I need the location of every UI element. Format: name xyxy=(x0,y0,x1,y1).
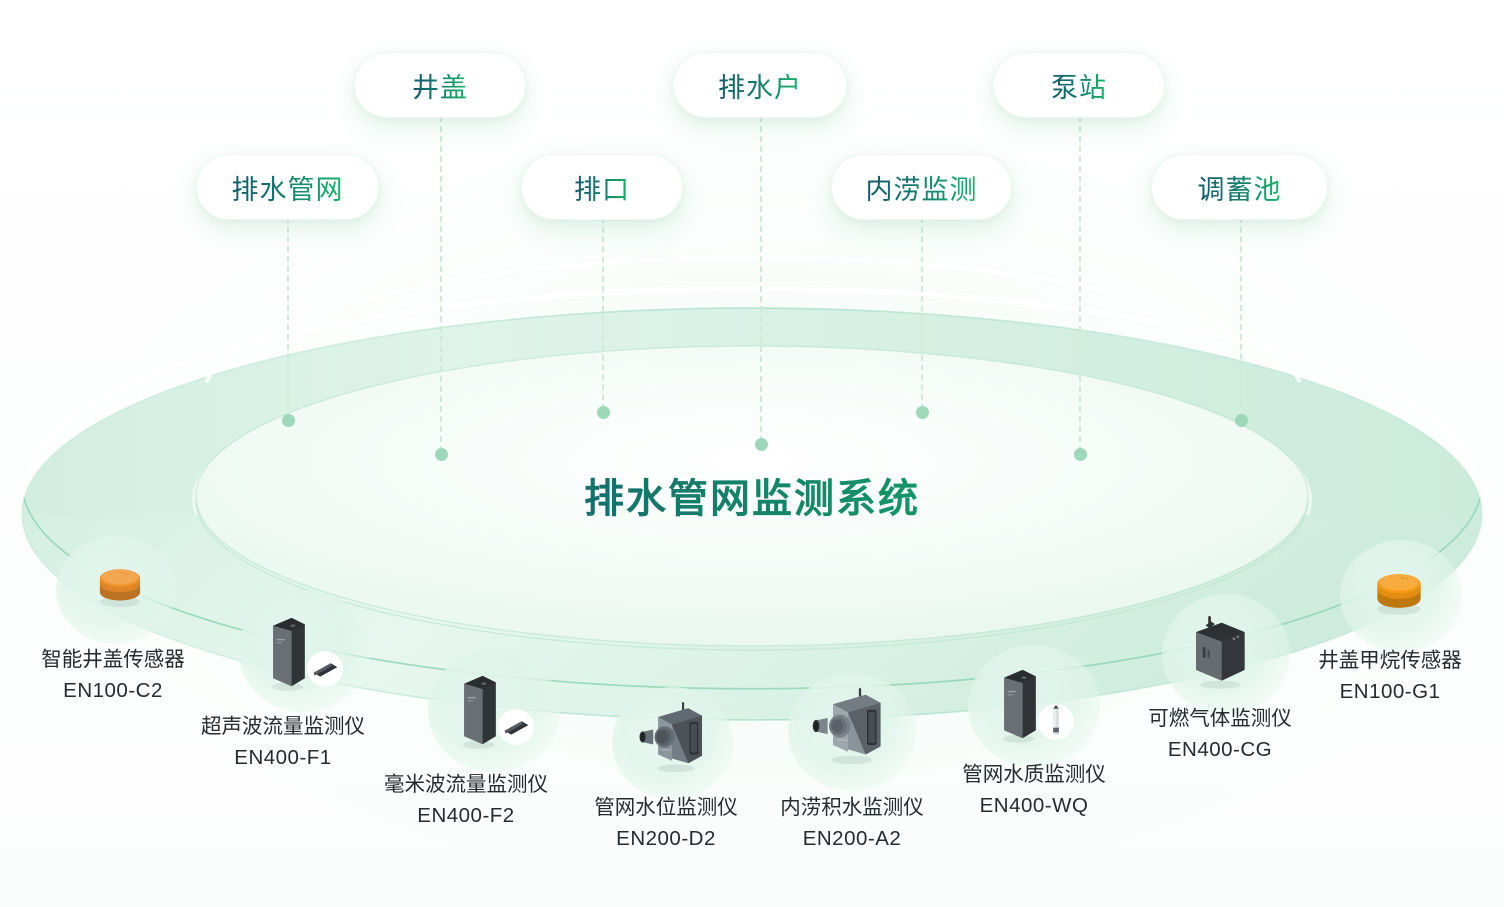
device-model-code: EN200-A2 xyxy=(802,827,902,850)
connector-line-waterlogging-monitor xyxy=(921,217,923,410)
device-model-code: EN400-CG xyxy=(1167,738,1273,761)
device-model-code: EN400-F1 xyxy=(234,746,332,769)
device-name: 可燃气体监测仪 xyxy=(1148,707,1292,730)
device-name: 管网水质监测仪 xyxy=(962,763,1106,786)
connector-dot-waterlogging-monitor xyxy=(916,406,929,419)
scenario-pill-label: 排水管网 xyxy=(232,168,344,207)
connector-dot-outlet xyxy=(597,406,610,419)
device-icon-ultrasonic-flow-meter xyxy=(264,612,310,692)
device-name: 内涝积水监测仪 xyxy=(780,796,924,819)
device-icon-combustible-gas-meter xyxy=(1188,610,1250,692)
connector-line-manhole-cover xyxy=(440,116,442,452)
device-name: 超声波流量监测仪 xyxy=(201,715,365,738)
scenario-pill-pipe-network[interactable]: 排水管网 xyxy=(196,154,379,220)
device-model-code: EN400-F2 xyxy=(417,804,515,827)
scenario-pill-manhole-cover[interactable]: 井盖 xyxy=(354,52,526,118)
device-caption-pipe-water-level-meter: 管网水位监测仪 EN200-D2 xyxy=(526,792,806,854)
page-title: 排水管网监测系统 xyxy=(0,466,1504,524)
scenario-pill-label: 排水户 xyxy=(718,66,802,105)
connector-line-storage-tank xyxy=(1240,217,1242,418)
device-icon-waterlogging-level-meter xyxy=(810,686,886,766)
scenario-pill-label: 内涝监测 xyxy=(866,168,978,207)
probe-accessory-icon-pipe-water-quality-meter xyxy=(1037,703,1075,741)
device-name: 智能井盖传感器 xyxy=(41,648,185,671)
device-model-code: EN400-WQ xyxy=(979,794,1089,817)
scenario-pill-label: 井盖 xyxy=(412,66,468,105)
device-icon-manhole-methane-sensor xyxy=(1367,562,1431,618)
flow-sensor-accessory-icon-ultrasonic-flow-meter xyxy=(306,650,344,688)
device-name: 井盖甲烷传感器 xyxy=(1318,649,1462,672)
scenario-pill-label: 调蓄池 xyxy=(1198,168,1282,207)
connector-line-pipe-network xyxy=(287,217,289,418)
device-model-code: EN100-G1 xyxy=(1339,680,1441,703)
scenario-pill-drainage-household[interactable]: 排水户 xyxy=(673,52,847,118)
connector-line-drainage-household xyxy=(760,116,762,442)
scenario-pill-label: 排口 xyxy=(574,168,630,207)
device-caption-mmwave-flow-meter: 毫米波流量监测仪 EN400-F2 xyxy=(326,769,606,831)
device-icon-pipe-water-level-meter xyxy=(637,700,707,774)
device-name: 管网水位监测仪 xyxy=(594,796,738,819)
device-caption-manhole-methane-sensor: 井盖甲烷传感器 EN100-G1 xyxy=(1250,645,1504,707)
connector-dot-drainage-household xyxy=(755,438,768,451)
connector-line-outlet xyxy=(602,217,604,410)
device-caption-pipe-water-quality-meter: 管网水质监测仪 EN400-WQ xyxy=(894,759,1174,821)
connector-dot-storage-tank xyxy=(1235,414,1248,427)
device-caption-ultrasonic-flow-meter: 超声波流量监测仪 EN400-F1 xyxy=(143,711,423,773)
scenario-pill-label: 泵站 xyxy=(1051,66,1107,105)
device-model-code: EN200-D2 xyxy=(616,827,716,850)
scenario-pill-storage-tank[interactable]: 调蓄池 xyxy=(1151,154,1328,220)
connector-dot-pump-station xyxy=(1074,448,1087,461)
device-caption-smart-manhole-sensor: 智能井盖传感器 EN100-C2 xyxy=(0,644,253,706)
connector-dot-manhole-cover xyxy=(435,448,448,461)
device-icon-smart-manhole-sensor xyxy=(90,558,150,610)
device-caption-combustible-gas-meter: 可燃气体监测仪 EN400-CG xyxy=(1080,703,1360,765)
connector-dot-pipe-network xyxy=(282,414,295,427)
device-icon-pipe-water-quality-meter xyxy=(995,663,1041,745)
device-model-code: EN100-C2 xyxy=(63,679,163,702)
flow-sensor-accessory-icon-mmwave-flow-meter xyxy=(497,708,535,746)
scenario-pill-waterlogging-monitor[interactable]: 内涝监测 xyxy=(831,154,1012,220)
scenario-pill-pump-station[interactable]: 泵站 xyxy=(993,52,1165,118)
scenario-pill-outlet[interactable]: 排口 xyxy=(521,154,683,220)
connector-line-pump-station xyxy=(1079,116,1081,452)
device-icon-mmwave-flow-meter xyxy=(455,670,501,750)
device-name: 毫米波流量监测仪 xyxy=(384,773,548,796)
device-caption-waterlogging-level-meter: 内涝积水监测仪 EN200-A2 xyxy=(712,792,992,854)
